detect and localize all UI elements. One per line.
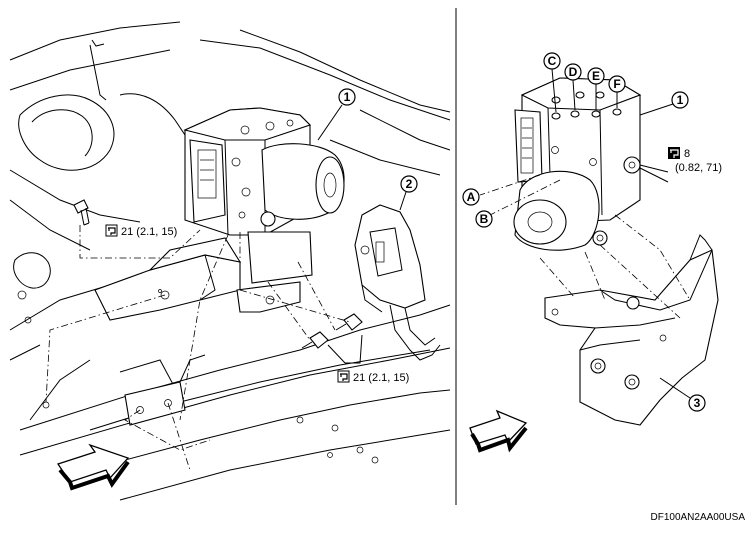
actuator-bracket (94, 237, 301, 426)
abs-actuator-right (513, 77, 642, 251)
right-callout-1: 1 (639, 91, 689, 116)
right-view: C D E F A B 1 (462, 52, 722, 453)
label-b-text: B (480, 212, 489, 226)
torque-label-right: 8 (0.82, 71) (639, 147, 722, 183)
port-label-f: F (608, 75, 626, 108)
torque-label-upper: 21 (2.1, 15) (105, 224, 177, 238)
port-f-text: F (613, 77, 620, 91)
bracket-3 (544, 234, 719, 426)
front-arrow-icon (469, 409, 528, 453)
label-a: A (462, 188, 480, 206)
bolt-lower-1 (335, 313, 363, 331)
torque-right-units: (0.82, 71) (675, 162, 722, 174)
label-a-text: A (467, 190, 476, 204)
torque-wrench-icon (337, 370, 350, 383)
front-arrow-icon (56, 443, 130, 491)
port-label-c: C (543, 52, 561, 113)
torque-wrench-icon (668, 147, 680, 159)
torque-lower-text: 21 (2.1, 15) (353, 372, 409, 384)
port-label-e: E (587, 67, 605, 110)
label-b: B (475, 210, 493, 228)
figure-code: DF100AN2AA00USA (651, 512, 746, 523)
torque-upper-text: 21 (2.1, 15) (121, 226, 177, 238)
bolt-left-upper (73, 199, 90, 226)
left-callout-2-label: 2 (406, 177, 413, 191)
port-e-text: E (592, 69, 600, 83)
left-callout-1: 1 (317, 88, 356, 141)
left-install-lines (45, 225, 351, 471)
torque-label-lower: 21 (2.1, 15) (327, 334, 409, 384)
left-callout-1-label: 1 (344, 90, 351, 104)
port-d-text: D (569, 65, 578, 79)
torque-right-value: 8 (684, 148, 690, 160)
port-c-text: C (548, 54, 557, 68)
right-install-lines (479, 174, 691, 319)
right-callout-3: 3 (659, 377, 706, 412)
torque-wrench-icon (105, 224, 118, 237)
part-2-component (354, 204, 441, 361)
left-view: 1 2 21 (2.1, 15) 21 (2.1, 15) (9, 21, 451, 501)
right-callout-3-label: 3 (694, 396, 701, 410)
bolt-lower-2 (301, 331, 329, 349)
abs-actuator-left (183, 107, 345, 284)
port-label-d: D (564, 63, 582, 111)
left-callout-2: 2 (399, 175, 418, 211)
right-callout-1-label: 1 (677, 93, 684, 107)
